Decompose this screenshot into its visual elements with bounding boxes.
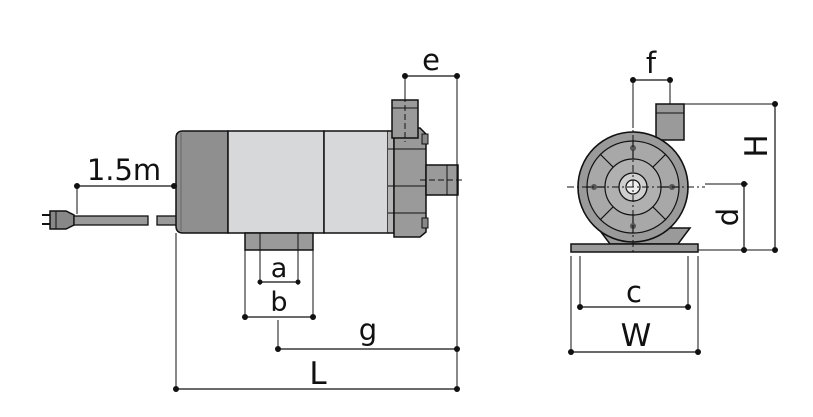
inlet-port <box>420 164 462 196</box>
label-g: g <box>359 313 377 347</box>
dimension-H <box>684 101 778 253</box>
pump-volute <box>567 120 705 252</box>
label-e: e <box>422 43 440 77</box>
label-b: b <box>270 287 287 318</box>
dimension-b <box>242 250 316 320</box>
front-view: f H d c <box>567 46 778 355</box>
side-view: 1.5m a b g <box>42 43 462 392</box>
motor-body <box>175 130 395 234</box>
label-H: H <box>739 134 775 157</box>
power-cord <box>73 215 180 226</box>
dimension-L <box>173 233 460 392</box>
dimension-e <box>402 73 460 392</box>
power-plug <box>42 210 75 230</box>
label-d: d <box>711 208 745 226</box>
pump-head <box>388 127 429 238</box>
label-a: a <box>271 253 288 284</box>
outlet-port <box>391 96 419 142</box>
front-outlet-port <box>655 103 685 141</box>
dimension-W <box>568 256 701 355</box>
dimension-c <box>577 256 691 310</box>
dimension-a <box>257 250 301 285</box>
label-c: c <box>626 275 642 309</box>
dimension-f <box>630 77 673 128</box>
dimension-cable-length <box>74 183 177 214</box>
label-f: f <box>646 46 657 80</box>
label-cable-length: 1.5m <box>87 153 161 187</box>
label-W: W <box>621 318 652 354</box>
dimension-d <box>705 181 748 253</box>
label-L: L <box>309 356 327 392</box>
foot-bracket <box>244 232 314 251</box>
